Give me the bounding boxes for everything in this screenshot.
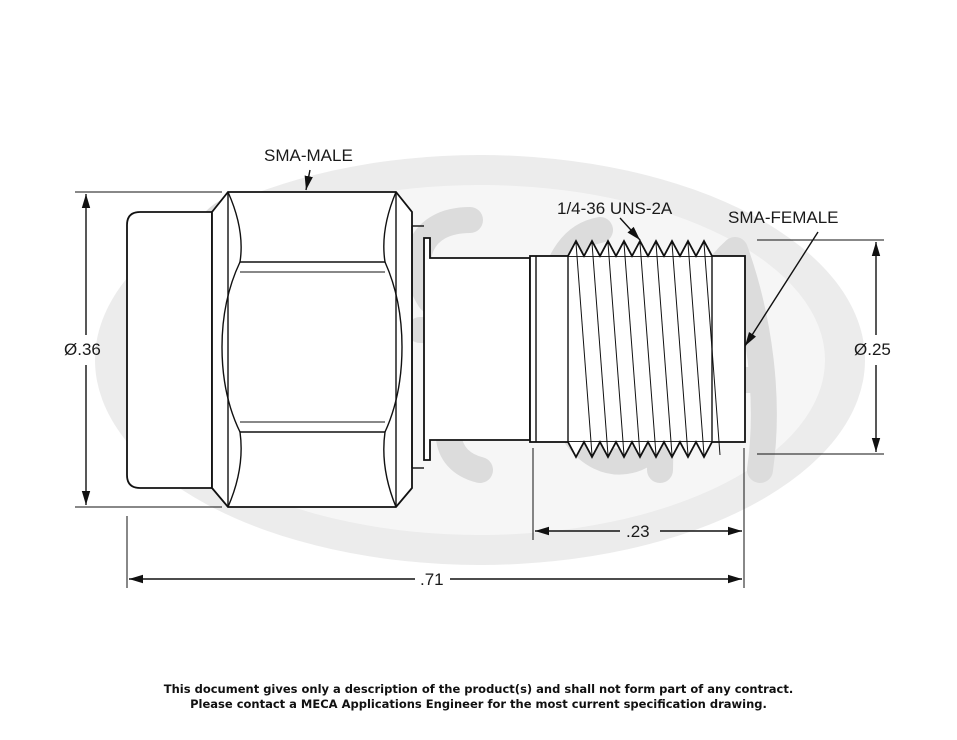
overall-length-label: .71 xyxy=(420,570,444,589)
thread-length-label: .23 xyxy=(626,522,650,541)
thread-line xyxy=(607,242,625,456)
sma-female-threaded-body xyxy=(529,239,746,459)
diameter-right-label: Ø.25 xyxy=(854,340,891,359)
disclaimer-line-2: Please contact a MECA Applications Engin… xyxy=(190,697,767,711)
sma-female-label: SMA-FEMALE xyxy=(728,208,839,227)
sma-male-label: SMA-MALE xyxy=(264,146,353,165)
thread-line xyxy=(655,242,673,456)
disclaimer: This document gives only a description o… xyxy=(0,682,957,712)
thread-line xyxy=(623,242,641,456)
thread-line xyxy=(591,242,609,456)
thread-line xyxy=(703,242,721,456)
thread-line xyxy=(575,242,593,456)
thread-spec-label: 1/4-36 UNS-2A xyxy=(557,199,673,218)
thread-line xyxy=(639,242,657,456)
diameter-left-label: Ø.36 xyxy=(64,340,101,359)
sma-male-nut xyxy=(126,191,424,508)
dimension-lines xyxy=(75,169,884,588)
thread-line xyxy=(687,242,705,456)
adapter-body xyxy=(411,226,531,468)
disclaimer-line-1: This document gives only a description o… xyxy=(163,682,794,696)
thread-line xyxy=(671,242,689,456)
